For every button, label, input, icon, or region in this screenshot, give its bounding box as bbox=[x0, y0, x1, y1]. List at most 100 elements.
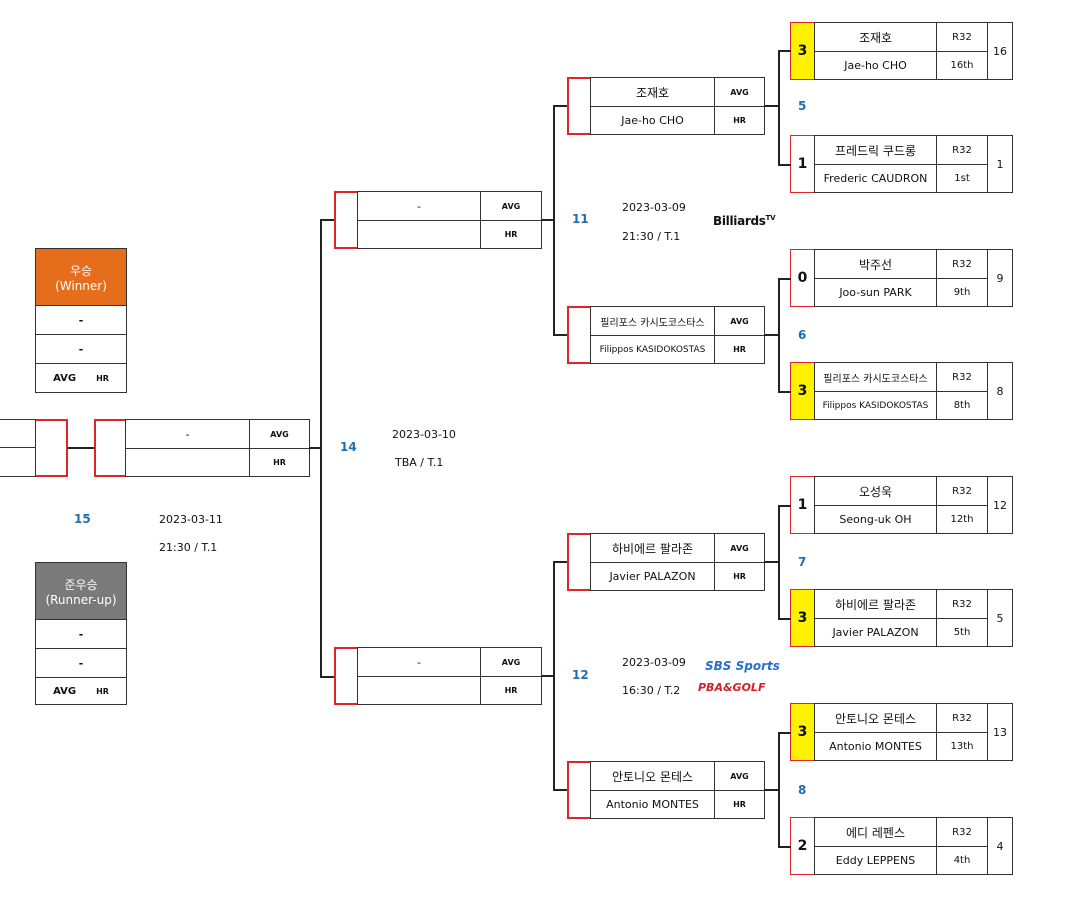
r16-out-line bbox=[764, 789, 780, 791]
winner-hr: HR bbox=[96, 373, 109, 383]
r32-seed: 5 bbox=[987, 589, 1013, 647]
qbot-lower-stub bbox=[553, 789, 568, 791]
sbs-sports-logo: SBS Sports bbox=[705, 659, 780, 673]
qbot-hr: HR bbox=[480, 676, 542, 705]
r32-name-kr: 하비에르 팔라존 bbox=[814, 589, 937, 619]
r32-name-kr: 안토니오 몬테스 bbox=[814, 703, 937, 733]
r16-out-line bbox=[764, 561, 780, 563]
r16-score-box bbox=[567, 306, 591, 364]
r32-seed: 13 bbox=[987, 703, 1013, 761]
r32-pair-top-stub bbox=[778, 505, 791, 507]
r32-pair-bottom-stub bbox=[778, 618, 791, 620]
r16-avg: AVG bbox=[714, 306, 765, 336]
final-to-semi-line bbox=[309, 447, 322, 449]
r32-name-en: Antonio MONTES bbox=[814, 732, 937, 761]
r32-name-kr: 박주선 bbox=[814, 249, 937, 279]
r32-pair-vertical bbox=[778, 505, 780, 619]
final-hr: HR bbox=[249, 448, 310, 477]
r32-name-kr: 조재호 bbox=[814, 22, 937, 52]
r16-hr: HR bbox=[714, 335, 765, 364]
r32-rank: 12th bbox=[936, 505, 988, 534]
r32-pair-top-stub bbox=[778, 50, 791, 52]
r32-name-kr: 필리포스 카시도코스타스 bbox=[814, 362, 937, 392]
r32-rank: 13th bbox=[936, 732, 988, 761]
final-avg: AVG bbox=[249, 419, 310, 449]
qtop-vertical bbox=[553, 105, 555, 335]
qtop-lower-stub bbox=[553, 334, 568, 336]
r32-seed: 16 bbox=[987, 22, 1013, 80]
semi-bottom-stub bbox=[320, 676, 336, 678]
r32-rank: 8th bbox=[936, 391, 988, 420]
final-left-stub bbox=[0, 419, 36, 477]
qbot-date: 2023-03-09 bbox=[622, 656, 686, 669]
winner-name-en: - bbox=[35, 334, 127, 364]
r32-name-kr: 오성욱 bbox=[814, 476, 937, 506]
qbot-match-number: 12 bbox=[572, 668, 589, 682]
r16-avg: AVG bbox=[714, 77, 765, 107]
winner-avg: AVG bbox=[53, 372, 77, 384]
qbot-avg: AVG bbox=[480, 647, 542, 677]
r16-score-box bbox=[567, 761, 591, 819]
final-connector bbox=[68, 447, 94, 449]
qtop-match-number: 11 bbox=[572, 212, 589, 226]
r32-name-en: Eddy LEPPENS bbox=[814, 846, 937, 875]
r16-out-line bbox=[764, 105, 780, 107]
final-name: - bbox=[125, 419, 250, 449]
r32-match-number: 5 bbox=[798, 99, 807, 113]
semi-time: TBA / T.1 bbox=[395, 456, 444, 469]
r32-seed: 9 bbox=[987, 249, 1013, 307]
pba-golf-logo: PBA&GOLF bbox=[698, 681, 766, 694]
r16-hr: HR bbox=[714, 790, 765, 819]
qtop-hr: HR bbox=[480, 220, 542, 249]
r32-score: 1 bbox=[791, 136, 814, 192]
r32-rank: 4th bbox=[936, 846, 988, 875]
final-score-box-right bbox=[94, 419, 126, 477]
qtop-name-2 bbox=[357, 220, 481, 249]
r32-pair-vertical bbox=[778, 278, 780, 392]
billiards-tv-logo: BilliardsTV bbox=[713, 214, 776, 228]
billiards-tv-text: Billiards bbox=[713, 214, 766, 228]
qbot-out-line bbox=[541, 675, 555, 677]
r32-name-en: Filippos KASIDOKOSTAS bbox=[814, 391, 937, 420]
billiards-tv-sup: TV bbox=[765, 214, 776, 222]
r32-score: 3 bbox=[791, 590, 814, 646]
semi-top-stub bbox=[320, 219, 336, 221]
runner-title: 준우승 bbox=[64, 577, 98, 592]
r32-seed: 8 bbox=[987, 362, 1013, 420]
r32-score: 1 bbox=[791, 477, 814, 533]
winner-name-kr: - bbox=[35, 305, 127, 335]
final-match-number: 15 bbox=[74, 512, 91, 526]
r16-hr: HR bbox=[714, 106, 765, 135]
qbot-name: - bbox=[357, 647, 481, 677]
r16-name-en: Filippos KASIDOKOSTAS bbox=[590, 335, 715, 364]
r32-round-label: R32 bbox=[936, 249, 988, 279]
qtop-time: 21:30 / T.1 bbox=[622, 230, 681, 243]
qtop-date: 2023-03-09 bbox=[622, 201, 686, 214]
r32-round-label: R32 bbox=[936, 362, 988, 392]
r32-pair-bottom-stub bbox=[778, 391, 791, 393]
final-name-2 bbox=[125, 448, 250, 477]
r32-match-number: 8 bbox=[798, 783, 807, 797]
r16-name-kr: 하비에르 팔라존 bbox=[590, 533, 715, 563]
r32-match-number: 7 bbox=[798, 555, 807, 569]
r32-score: 3 bbox=[791, 363, 814, 419]
r16-name-en: Jae-ho CHO bbox=[590, 106, 715, 135]
semi-date: 2023-03-10 bbox=[392, 428, 456, 441]
r32-match-number: 6 bbox=[798, 328, 807, 342]
r32-seed: 12 bbox=[987, 476, 1013, 534]
qbot-vertical bbox=[553, 561, 555, 791]
r32-rank: 5th bbox=[936, 618, 988, 647]
qtop-avg: AVG bbox=[480, 191, 542, 221]
qbot-time: 16:30 / T.2 bbox=[622, 684, 681, 697]
qbot-upper-stub bbox=[553, 561, 568, 563]
r32-name-kr: 에디 레펜스 bbox=[814, 817, 937, 847]
r32-seed: 4 bbox=[987, 817, 1013, 875]
r32-pair-top-stub bbox=[778, 278, 791, 280]
qbot-score-box bbox=[334, 647, 358, 705]
r16-name-kr: 조재호 bbox=[590, 77, 715, 107]
r16-name-en: Antonio MONTES bbox=[590, 790, 715, 819]
r32-round-label: R32 bbox=[936, 135, 988, 165]
runner-subtitle: (Runner-up) bbox=[45, 592, 117, 607]
r32-rank: 1st bbox=[936, 164, 988, 193]
r16-avg: AVG bbox=[714, 533, 765, 563]
